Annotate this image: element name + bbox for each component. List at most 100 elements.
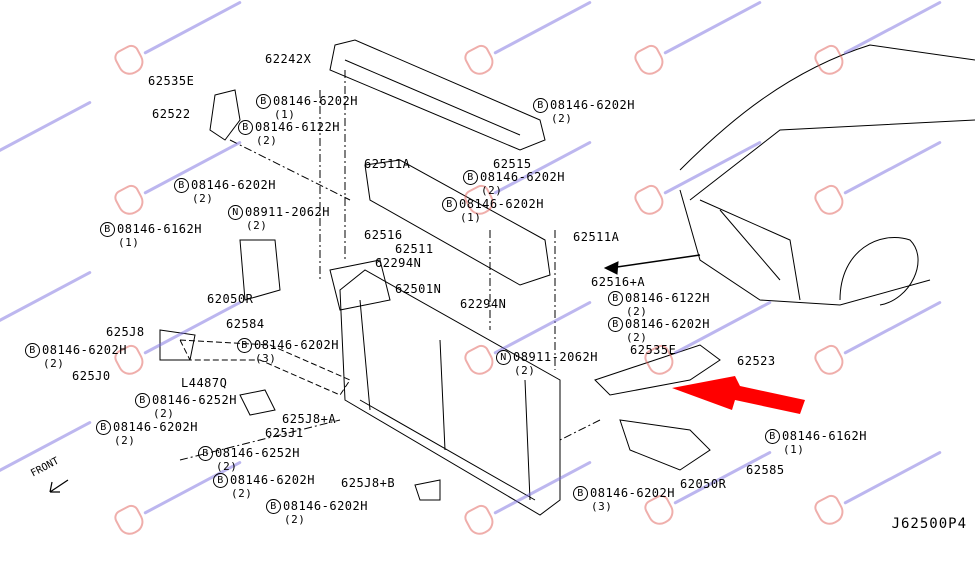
part-number: 62050R bbox=[680, 477, 727, 491]
fastener-type-badge: B bbox=[573, 486, 588, 501]
fastener-type-badge: N bbox=[228, 205, 243, 220]
fastener-type-badge: N bbox=[496, 350, 511, 365]
part-callout: 62511A bbox=[364, 158, 410, 170]
part-number: 625J8+B bbox=[341, 476, 396, 490]
part-callout: 625J8+B bbox=[341, 477, 395, 489]
bracket-625J8 bbox=[159, 329, 196, 361]
part-callout: 625J0 bbox=[72, 370, 111, 382]
part-quantity: (2) bbox=[481, 184, 503, 197]
part-number: 08146-6202H bbox=[273, 94, 358, 108]
part-quantity: (2) bbox=[551, 112, 573, 125]
fastener-type-badge: B bbox=[100, 222, 115, 237]
part-number: 08146-6202H bbox=[283, 499, 368, 513]
fastener-type-badge: B bbox=[96, 420, 111, 435]
part-number: 08146-6202H bbox=[42, 343, 127, 357]
part-callout: 625J8+A bbox=[282, 413, 336, 425]
part-number: 62516+A bbox=[591, 275, 646, 289]
part-quantity: (2) bbox=[216, 460, 238, 473]
fastener-type-badge: B bbox=[238, 120, 253, 135]
part-callout: 62516+A bbox=[591, 276, 645, 288]
part-callout: 62050R bbox=[207, 293, 253, 305]
part-number: 08146-6122H bbox=[625, 291, 710, 305]
leader-lines bbox=[179, 70, 601, 461]
part-number: 08146-6202H bbox=[459, 197, 544, 211]
part-callout: 62515 bbox=[493, 158, 532, 170]
part-callout: 62522 bbox=[152, 108, 191, 120]
part-callout: 62294N bbox=[375, 257, 421, 269]
part-number: 62050R bbox=[207, 292, 254, 306]
diagram-code: J62500P4 bbox=[891, 516, 967, 532]
part-callout: 62535E bbox=[630, 344, 676, 356]
part-quantity: (2) bbox=[514, 364, 536, 377]
part-number: 62523 bbox=[737, 354, 776, 368]
front-arrow-icon bbox=[49, 479, 69, 493]
car-outline bbox=[679, 44, 975, 306]
pointer-arrow-head bbox=[603, 261, 619, 275]
part-quantity: (2) bbox=[43, 357, 65, 370]
fastener-type-badge: B bbox=[765, 429, 780, 444]
part-quantity: (1) bbox=[274, 108, 296, 121]
part-number: 62511A bbox=[573, 230, 620, 244]
fastener-type-badge: B bbox=[608, 317, 623, 332]
part-number: 08146-6252H bbox=[215, 446, 300, 460]
part-number: 08146-6162H bbox=[117, 222, 202, 236]
part-number: 08146-6252H bbox=[152, 393, 237, 407]
part-number: 62516 bbox=[364, 228, 403, 242]
part-number: 625J8 bbox=[106, 325, 145, 339]
bracket-62585 bbox=[619, 419, 711, 471]
bracket-62522 bbox=[209, 89, 241, 141]
part-number: 62294N bbox=[460, 297, 507, 311]
bracket-62050R-left bbox=[239, 239, 281, 301]
part-quantity: (2) bbox=[192, 192, 214, 205]
part-number: 08146-6202H bbox=[113, 420, 198, 434]
part-number: 08146-6202H bbox=[550, 98, 635, 112]
part-quantity: (3) bbox=[255, 352, 277, 365]
part-quantity: (2) bbox=[284, 513, 306, 526]
part-callout: 62511 bbox=[395, 243, 434, 255]
part-number: 08911-2062H bbox=[513, 350, 598, 364]
part-quantity: (2) bbox=[626, 305, 648, 318]
part-number: 625J0 bbox=[72, 369, 111, 383]
red-highlight-arrow bbox=[672, 376, 805, 414]
part-callout: 62501N bbox=[395, 283, 441, 295]
part-quantity: (2) bbox=[626, 331, 648, 344]
part-callout: 62516 bbox=[364, 229, 403, 241]
part-number: 08146-6202H bbox=[625, 317, 710, 331]
part-number: 08911-2062H bbox=[245, 205, 330, 219]
pointer-arrow bbox=[609, 254, 701, 269]
fastener-type-badge: B bbox=[174, 178, 189, 193]
part-callout: 62585 bbox=[746, 464, 785, 476]
part-quantity: (2) bbox=[256, 134, 278, 147]
part-callout: 62511A bbox=[573, 231, 619, 243]
part-number: 62584 bbox=[226, 317, 265, 331]
part-callout: 62294N bbox=[460, 298, 506, 310]
part-number: 62501N bbox=[395, 282, 442, 296]
side-member-left bbox=[329, 259, 391, 311]
part-callout: 625J1 bbox=[265, 427, 304, 439]
fastener-type-badge: B bbox=[463, 170, 478, 185]
part-number: 62522 bbox=[152, 107, 191, 121]
part-number: L4487Q bbox=[181, 376, 228, 390]
bracket-625J8B bbox=[414, 479, 441, 501]
bracket-L4487Q bbox=[239, 389, 276, 416]
part-quantity: (2) bbox=[246, 219, 268, 232]
fastener-type-badge: B bbox=[608, 291, 623, 306]
fastener-type-badge: B bbox=[135, 393, 150, 408]
part-callout: 625J8 bbox=[106, 326, 145, 338]
fastener-type-badge: B bbox=[198, 446, 213, 461]
fastener-type-badge: B bbox=[266, 499, 281, 514]
